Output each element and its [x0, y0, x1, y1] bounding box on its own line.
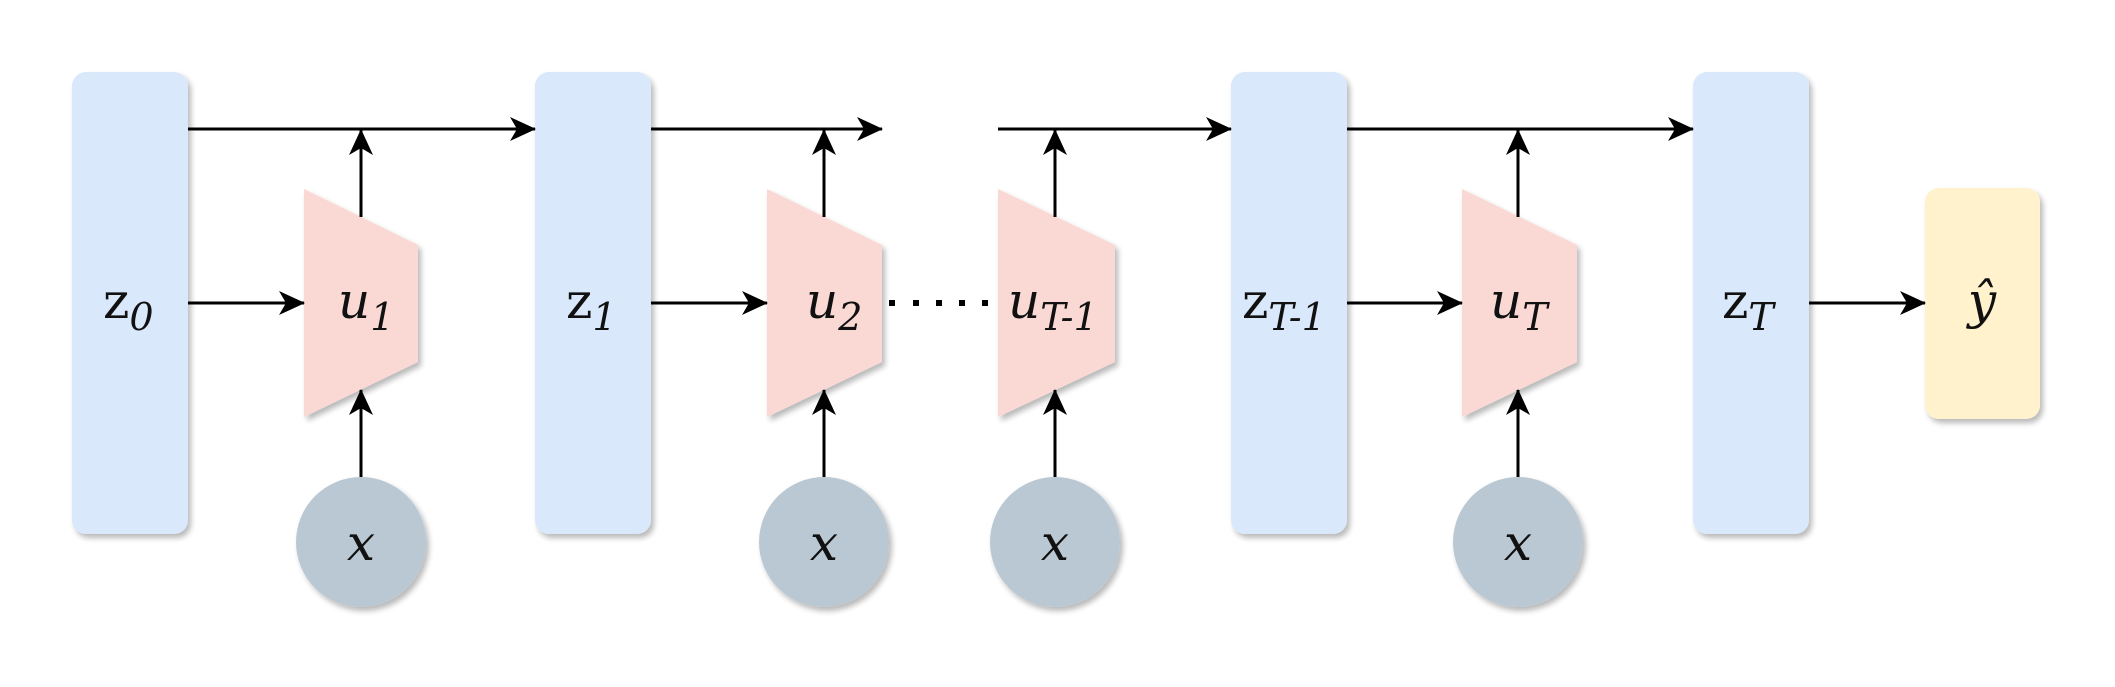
latent-box-zT: [1693, 72, 1809, 534]
label-z1: z1: [566, 272, 617, 339]
update-block-u1: [304, 189, 418, 417]
ellipsis-dots: [889, 300, 988, 306]
input-node-x3: [990, 477, 1120, 607]
ellipsis-dot: [982, 300, 988, 306]
label-x4: x: [1504, 514, 1532, 572]
label-yhat: ŷ: [1966, 272, 1997, 330]
update-block-uT-1: [998, 189, 1115, 417]
label-x3: x: [1041, 514, 1069, 572]
update-block-uT: [1462, 189, 1577, 417]
input-node-x2: [759, 477, 889, 607]
ellipsis-dot: [959, 300, 965, 306]
label-x1: x: [347, 514, 375, 572]
label-z0: z0: [103, 272, 154, 339]
label-uT: uT: [1490, 272, 1550, 339]
label-zT-1: zT-1: [1242, 272, 1326, 339]
label-u2: u2: [806, 272, 862, 339]
label-u1: u1: [338, 272, 394, 339]
label-uT-1: uT-1: [1008, 272, 1098, 339]
latent-box-z1: [535, 72, 651, 534]
label-zT: zT: [1722, 272, 1776, 339]
latent-box-z0: [72, 72, 188, 534]
output-box-yhat: [1925, 188, 2040, 419]
input-node-x1: [296, 477, 426, 607]
ellipsis-dot: [936, 300, 942, 306]
input-node-x4: [1453, 477, 1583, 607]
label-x2: x: [810, 514, 838, 572]
ellipsis-dot: [889, 300, 895, 306]
ellipsis-dot: [913, 300, 919, 306]
latent-box-zT-1: [1231, 72, 1347, 534]
update-block-u2: [767, 189, 882, 417]
